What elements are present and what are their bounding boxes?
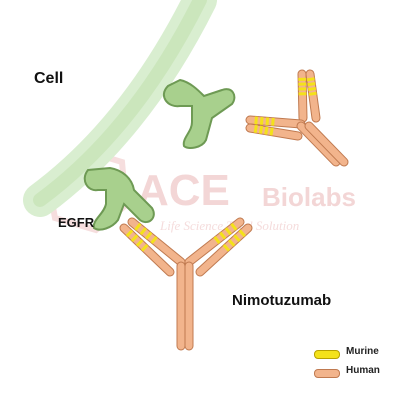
murine-segment: [134, 222, 142, 231]
murine-segment: [265, 117, 270, 126]
antibody-upper-light-chain-arm-1: [305, 69, 321, 123]
murine-segment: [213, 236, 221, 244]
antibody-upper-heavy-chain-arm-2: [245, 115, 306, 129]
antibody-upper-light-chain-arm-2: [245, 123, 303, 141]
murine-segment: [269, 127, 274, 136]
murine-segment: [258, 125, 264, 134]
murine-segment: [271, 117, 275, 126]
murine-segment: [254, 116, 258, 125]
murine-segment: [150, 236, 158, 244]
antibody-upper-heavy-chain-arm-1: [297, 69, 308, 123]
murine-segment: [125, 229, 134, 238]
antibody-name-label: Nimotuzumab: [232, 292, 332, 309]
murine-segment: [227, 239, 236, 247]
antibody-lower-light-chain-arm-1: [119, 223, 175, 277]
watermark-brand: ACE: [137, 166, 230, 215]
antibody-upper-fc-chain-2: [304, 121, 349, 167]
antibody-lower-light-chain-arm-2: [195, 223, 253, 277]
murine-segment: [230, 222, 238, 231]
murine-segment: [308, 86, 317, 91]
watermark-brand-suffix: Biolabs: [262, 182, 356, 212]
murine-segment: [219, 231, 227, 240]
murine-segment: [308, 91, 317, 96]
legend-label-human: Human: [346, 365, 380, 376]
legend-swatch-human: [314, 369, 340, 378]
murine-segment: [238, 229, 246, 238]
legend-label-murine: Murine: [346, 346, 379, 357]
murine-segment: [224, 227, 232, 236]
cell-label: Cell: [34, 70, 64, 87]
legend: Murine Human: [312, 346, 398, 386]
legend-swatch-murine: [314, 350, 340, 359]
murine-segment: [222, 243, 231, 252]
murine-segment: [140, 243, 149, 252]
murine-segment: [130, 234, 139, 242]
murine-segment: [307, 82, 316, 87]
murine-segment: [306, 77, 315, 82]
murine-segment: [145, 231, 153, 240]
murine-segment: [139, 227, 147, 236]
egfr-label: EGFR: [58, 215, 95, 230]
murine-segment: [233, 234, 241, 242]
antibody-lower-heavy-chain-arm-2: [184, 217, 245, 267]
murine-segment: [253, 124, 258, 134]
murine-segment: [264, 126, 269, 135]
murine-segment: [135, 239, 144, 247]
legend-item-human: Human: [312, 365, 398, 381]
antibody-upper-fc-chain-1: [296, 121, 341, 167]
murine-segment: [259, 116, 264, 125]
legend-item-murine: Murine: [312, 346, 398, 362]
antibody-lower-heavy-chain-arm-1: [127, 217, 186, 267]
